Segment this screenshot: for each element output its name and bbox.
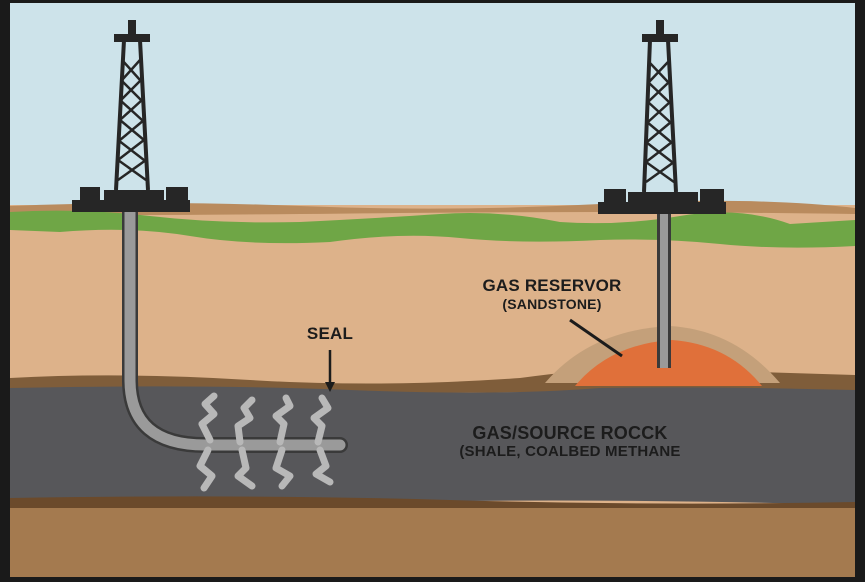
gas-reservoir-label: GAS RESERVOR [482, 276, 622, 295]
seal-label: SEAL [306, 324, 354, 343]
source-rock-sublabel: (SHALE, COALBED METHANE [459, 443, 681, 460]
grass-layer [10, 210, 855, 248]
gas-reservoir-sublabel: (SANDSTONE) [502, 296, 602, 312]
frame-right [855, 0, 865, 577]
source-rock-label: GAS/SOURCE ROCCK [472, 423, 668, 443]
source-rock-layer [10, 386, 855, 505]
horizontal-wellbore-casing [124, 204, 346, 451]
drilling-rig-left [72, 20, 190, 212]
frame-top [0, 0, 865, 3]
sky [10, 0, 855, 215]
hydraulic-fractures [196, 392, 334, 492]
drilling-rig-right [598, 20, 726, 214]
seal-pointer-arrow [325, 350, 335, 392]
vertical-wellbore-casing [660, 210, 668, 368]
frame-left [0, 0, 10, 577]
reservoir-pointer [569, 318, 623, 358]
basement-layer [10, 508, 855, 577]
